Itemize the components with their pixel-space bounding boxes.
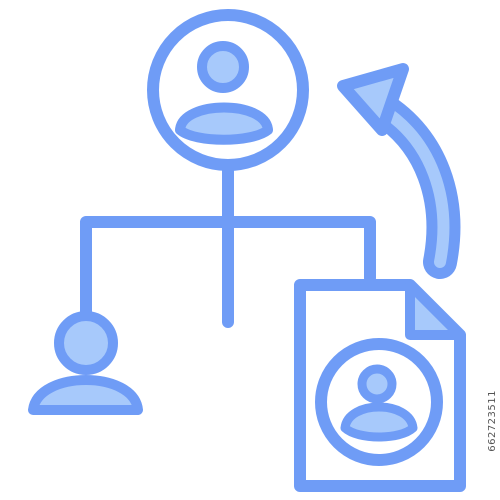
curved-arrow-icon xyxy=(337,63,461,279)
stock-image-id: 662723511 xyxy=(487,390,498,452)
hierarchy-connectors xyxy=(80,144,376,328)
document-icon xyxy=(294,279,466,492)
bottom-left-person-icon xyxy=(28,311,143,415)
top-person-icon xyxy=(147,9,309,171)
